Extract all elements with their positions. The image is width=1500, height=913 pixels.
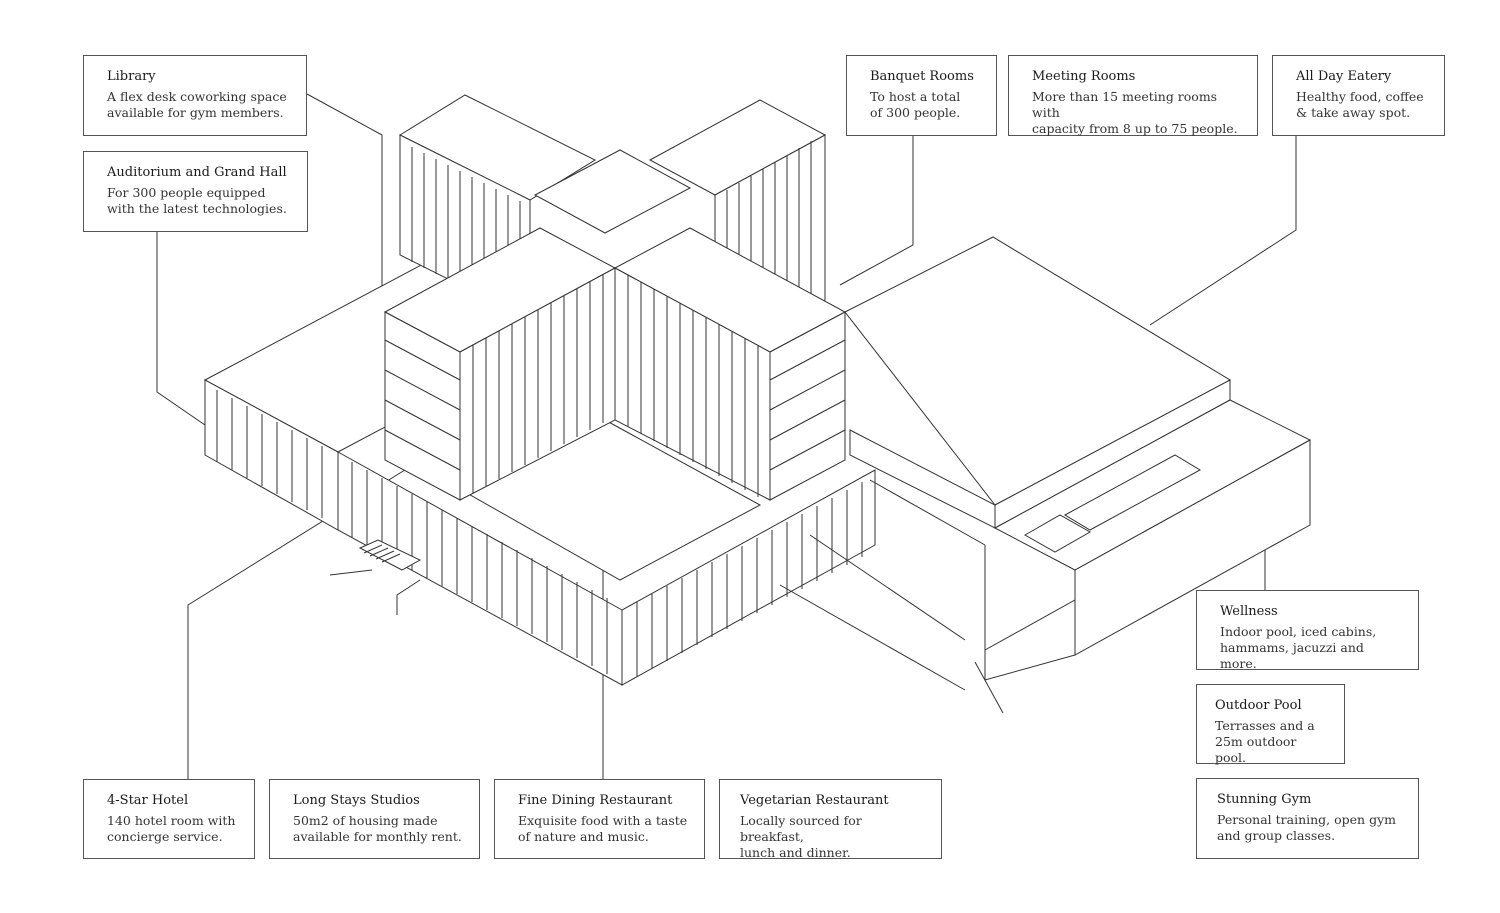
callout-long-stays-text: 50m2 of housing made available for month… <box>293 813 462 844</box>
callout-banquet: Banquet Rooms To host a total of 300 peo… <box>846 55 997 136</box>
callout-wellness-title: Wellness <box>1220 604 1278 619</box>
podium-window-ribs <box>216 390 863 677</box>
callout-eatery-title: All Day Eatery <box>1296 69 1392 84</box>
callout-long-stays: Long Stays Studios 50m2 of housing made … <box>269 779 480 859</box>
callout-wellness: Wellness Indoor pool, iced cabins, hamma… <box>1196 590 1419 671</box>
indoor-pool <box>1063 454 1202 531</box>
callout-banquet-text: To host a total of 300 people. <box>870 89 961 120</box>
callout-outdoor-pool-title: Outdoor Pool <box>1215 698 1302 713</box>
callout-hotel: 4-Star Hotel 140 hotel room with concier… <box>83 779 255 859</box>
entry-steps <box>358 539 422 571</box>
callout-vegetarian: Vegetarian Restaurant Locally sourced fo… <box>719 779 942 860</box>
callout-fine-dining-title: Fine Dining Restaurant <box>518 793 673 808</box>
leader-line-entry <box>396 579 421 615</box>
callout-gym: Stunning Gym Personal training, open gym… <box>1196 778 1419 859</box>
callout-auditorium-text: For 300 people equipped with the latest … <box>107 185 287 216</box>
callout-outdoor-pool-text: Terrasses and a 25m outdoor pool. <box>1215 718 1315 765</box>
wellness-wing <box>779 236 1312 691</box>
callout-fine-dining: Fine Dining Restaurant Exquisite food wi… <box>494 779 705 859</box>
callout-vegetarian-title: Vegetarian Restaurant <box>740 793 889 808</box>
leader-line-gym <box>974 661 1004 714</box>
callout-banquet-title: Banquet Rooms <box>870 69 974 84</box>
callout-meeting-text: More than 15 meeting rooms with capacity… <box>1032 89 1238 136</box>
callout-eatery: All Day Eatery Healthy food, coffee & ta… <box>1272 55 1445 136</box>
callout-hotel-text: 140 hotel room with concierge service. <box>107 813 236 844</box>
leader-line-library <box>306 93 383 290</box>
leader-line-long-stays <box>329 569 373 576</box>
leader-line-auditorium <box>156 232 206 426</box>
callout-eatery-text: Healthy food, coffee & take away spot. <box>1296 89 1424 120</box>
callout-auditorium: Auditorium and Grand Hall For 300 people… <box>83 151 308 232</box>
callout-hotel-title: 4-Star Hotel <box>107 793 189 808</box>
callout-wellness-text: Indoor pool, iced cabins, hammams, jacuz… <box>1220 624 1377 671</box>
callout-library-title: Library <box>107 69 156 84</box>
main-tower-ribs <box>384 275 846 497</box>
callout-gym-title: Stunning Gym <box>1217 792 1312 807</box>
jacuzzi <box>1023 514 1092 553</box>
leader-line-banquet <box>839 135 914 286</box>
callout-fine-dining-text: Exquisite food with a taste of nature an… <box>518 813 688 844</box>
callout-outdoor-pool: Outdoor Pool Terrasses and a 25m outdoor… <box>1196 684 1345 765</box>
callout-vegetarian-text: Locally sourced for breakfast, lunch and… <box>740 813 862 860</box>
callout-library-text: A flex desk coworking space available fo… <box>107 89 287 120</box>
callout-long-stays-title: Long Stays Studios <box>293 793 420 808</box>
callout-meeting-title: Meeting Rooms <box>1032 69 1136 84</box>
leader-line-eatery <box>1149 135 1297 326</box>
callout-auditorium-title: Auditorium and Grand Hall <box>107 165 287 180</box>
callout-meeting: Meeting Rooms More than 15 meeting rooms… <box>1008 55 1258 136</box>
callout-gym-text: Personal training, open gym and group cl… <box>1217 812 1396 843</box>
callout-library: Library A flex desk coworking space avai… <box>83 55 307 136</box>
